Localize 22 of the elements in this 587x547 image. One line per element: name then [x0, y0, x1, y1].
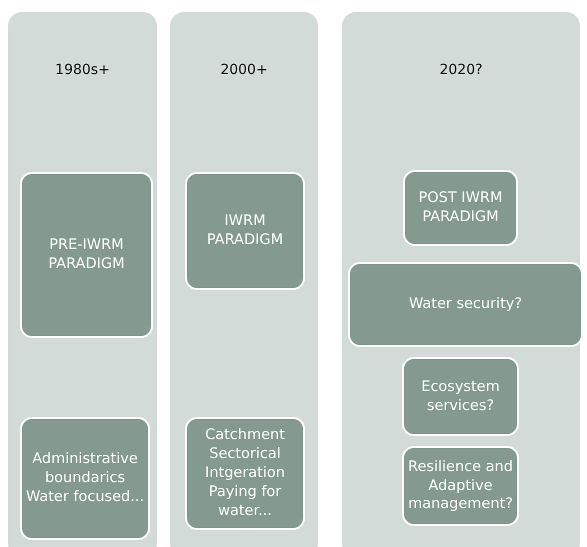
paradigm-box: [348, 262, 583, 347]
paradigm-box: [185, 417, 305, 530]
column-panel: [8, 12, 157, 547]
box-text: Ecosystem services?: [420, 378, 501, 416]
paradigm-box: [402, 357, 519, 436]
box-text: IWRM PARADIGM: [206, 212, 284, 250]
paradigm-box: [20, 417, 150, 540]
box-text: POST IWRM PARADIGM: [417, 189, 504, 227]
box-text: PRE-IWRM PARADIGM: [47, 236, 126, 274]
period-heading: 1980s+: [54, 62, 111, 78]
box-text: Administrative boundarics Water focused...: [24, 450, 146, 507]
paradigm-box: [20, 172, 153, 338]
period-heading: 2020?: [438, 62, 484, 78]
box-text: Resilience and Adaptive management?: [407, 458, 514, 514]
box-text: Water security?: [408, 295, 522, 314]
paradigm-box: [403, 170, 518, 246]
box-text: Catchment Sectorical Intgeration Paying for water...: [204, 426, 286, 521]
column-panel: [342, 12, 580, 547]
paradigm-box: [185, 172, 305, 290]
period-heading: 2000+: [219, 62, 269, 78]
column-panel: [170, 12, 318, 547]
paradigm-box: [402, 446, 519, 526]
